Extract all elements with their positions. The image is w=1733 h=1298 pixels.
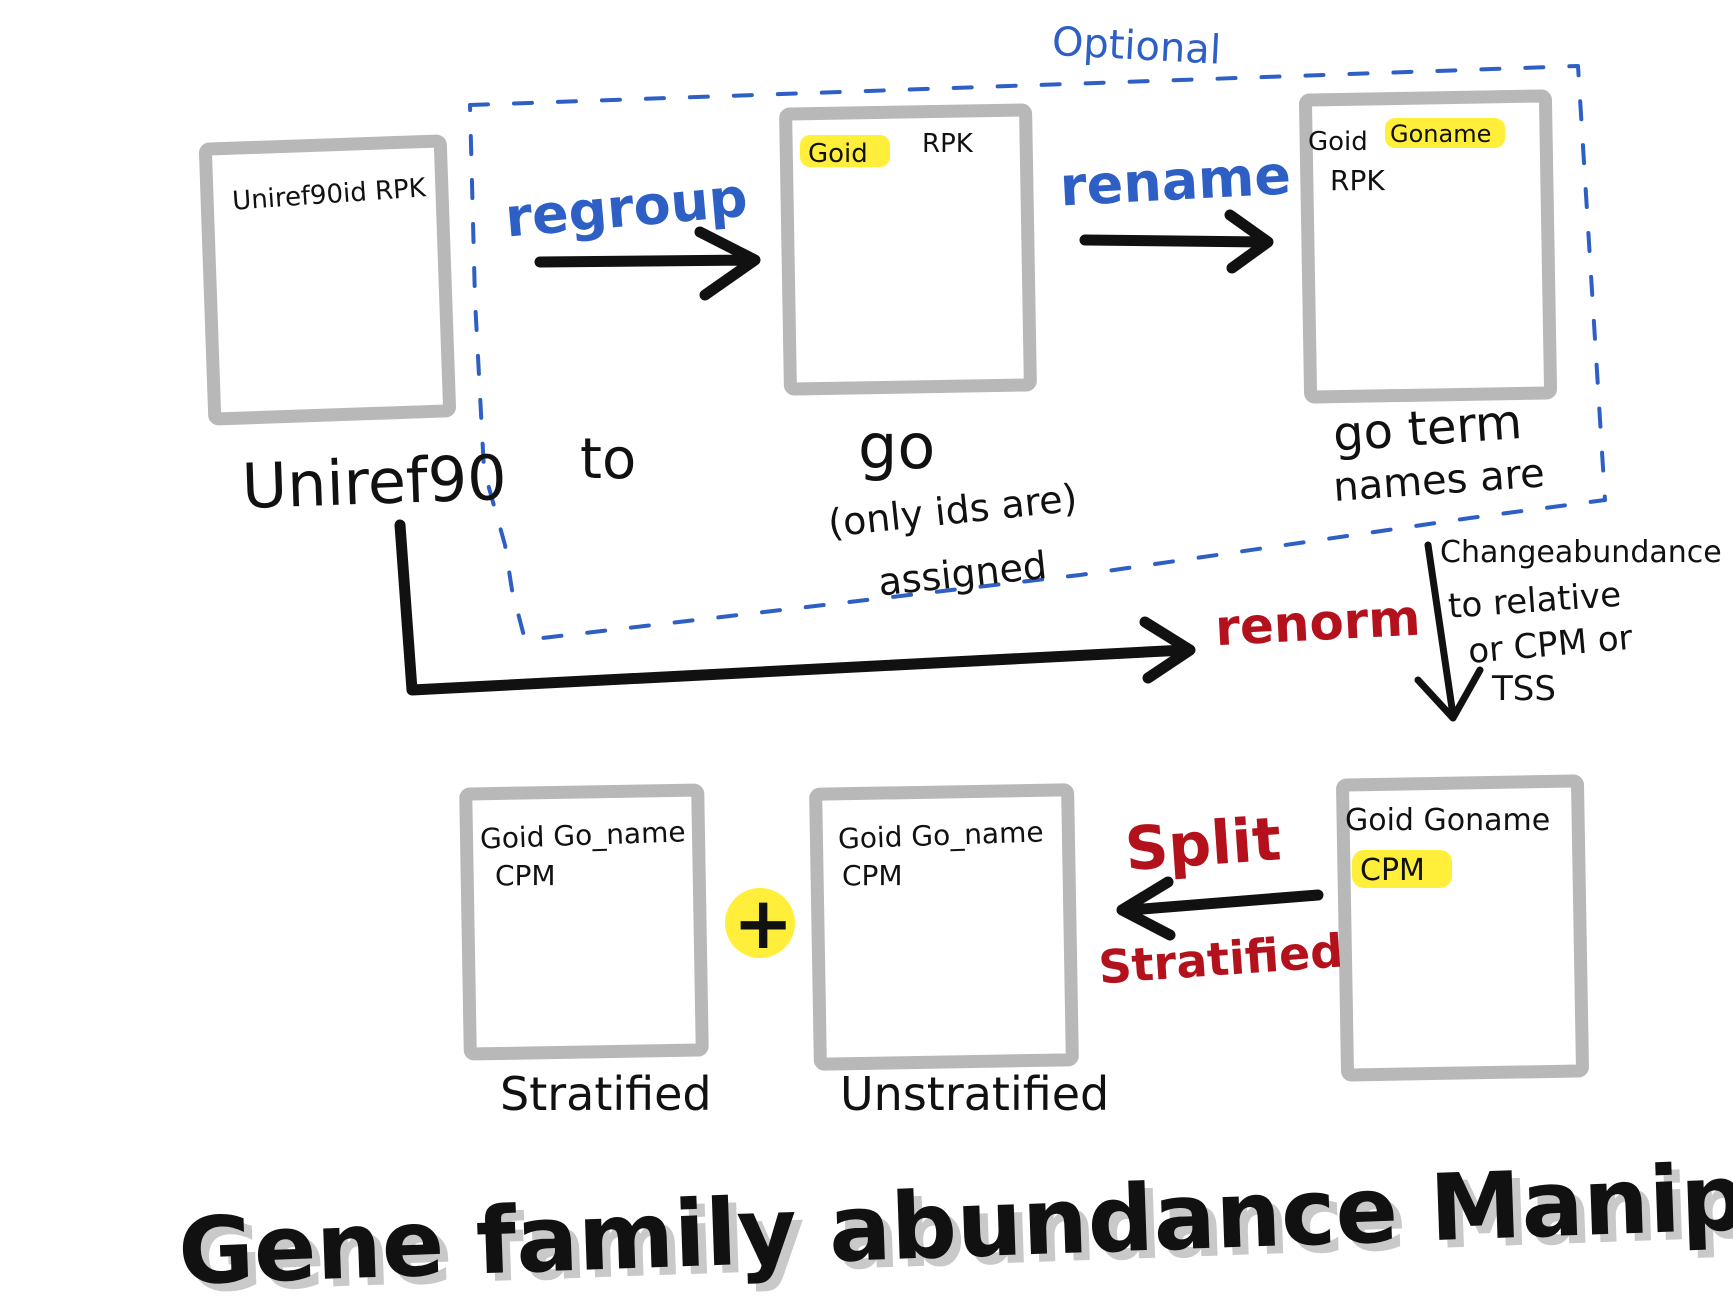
goid-highlight — [800, 135, 890, 167]
unstratified-line2: CPM — [842, 859, 903, 892]
goname-line2: RPK — [1330, 164, 1385, 197]
optional-label: Optional — [1051, 19, 1222, 74]
cpm-header: Goid Goname — [1345, 803, 1550, 838]
split-arrow — [1116, 876, 1324, 941]
goid-table-box: Goid RPK — [779, 103, 1037, 396]
optional-region-border — [468, 64, 1607, 642]
uniref90-table-box: Uniref90id RPK — [198, 134, 457, 426]
goname-header-highlight: Goname — [1390, 120, 1491, 148]
renorm-arrow — [394, 519, 1196, 696]
rename-arrow — [1079, 209, 1274, 274]
unstratified-caption: Unstratified — [840, 1067, 1109, 1121]
plus-highlight — [725, 888, 795, 958]
split-label: Split — [1123, 804, 1283, 885]
change-note-4: TSS — [1491, 669, 1556, 709]
stratified-table-box: Goid Go_name CPM — [459, 783, 709, 1061]
goname-caption-1: go term — [1331, 394, 1524, 463]
cpm-line2-highlight: CPM — [1360, 853, 1425, 888]
cpm-table-box: Goid Goname CPM — [1336, 774, 1589, 1082]
cpm-highlight — [1352, 850, 1452, 888]
to-label: to — [580, 427, 636, 492]
goname-table-box: Goid Goname RPK — [1299, 89, 1558, 404]
change-abundance-arrow — [1414, 541, 1484, 722]
goname-highlight — [1385, 118, 1505, 148]
rename-label: rename — [1058, 143, 1292, 218]
goid-header-highlight: Goid — [808, 139, 868, 169]
unstratified-header: Goid Go_name — [838, 815, 1045, 855]
stratified-line2: CPM — [495, 859, 556, 892]
goid-caption: go — [858, 410, 935, 483]
uniref90-caption: Uniref90 — [241, 441, 508, 523]
goid-header-rest: RPK — [922, 129, 974, 159]
plus-sign: + — [733, 881, 793, 965]
change-note-1: Changeabundance — [1440, 535, 1722, 570]
renorm-label: renorm — [1214, 589, 1422, 658]
regroup-arrow — [534, 226, 761, 301]
stratified-caption: Stratified — [500, 1067, 712, 1121]
goname-header-plain: Goid — [1308, 127, 1368, 157]
stratified-header: Goid Go_name — [480, 815, 687, 855]
unstratified-table-box: Goid Go_name CPM — [809, 783, 1079, 1071]
